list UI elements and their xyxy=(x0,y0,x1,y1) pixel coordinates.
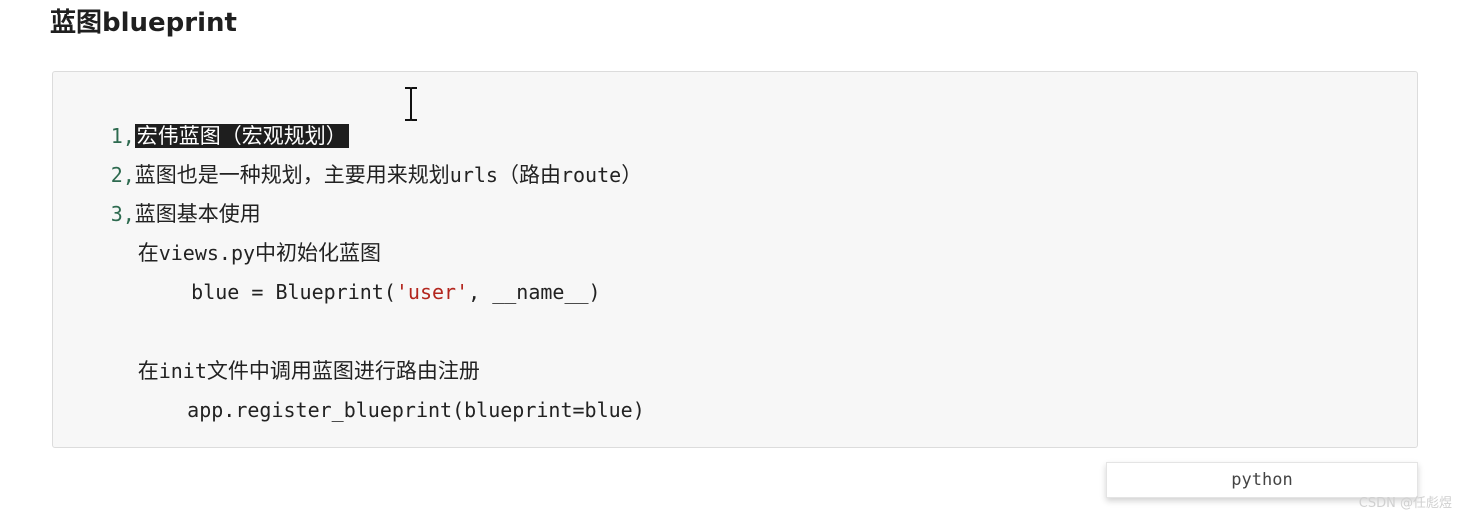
line-number: 1, xyxy=(110,124,135,148)
language-label: python xyxy=(1231,470,1293,490)
code-block[interactable]: 1,宏伟蓝图（宏观规划） 2,蓝图也是一种规划，主要用来规划urls（路由rou… xyxy=(52,71,1418,448)
line-text: （路由 xyxy=(497,163,561,187)
code-line-1: 1,宏伟蓝图（宏观规划） xyxy=(84,91,349,148)
line-code: app.register_blueprint(blueprint=blue) xyxy=(187,398,645,422)
line-text: 在 xyxy=(137,359,159,383)
text-cursor-icon xyxy=(405,87,417,121)
selected-text[interactable]: 宏伟蓝图（宏观规划） xyxy=(134,124,349,148)
page-title: 蓝图blueprint xyxy=(50,8,237,38)
line-code: , __name__) xyxy=(468,280,601,304)
code-line-4: 在views.py中初始化蓝图 xyxy=(111,208,381,265)
line-text: ） xyxy=(621,163,643,187)
line-text: 蓝图也是一种规划，主要用来规划 xyxy=(134,163,450,187)
line-code: blue = Blueprint( xyxy=(191,280,396,304)
line-number: 3, xyxy=(110,202,135,226)
watermark: CSDN @任彪煜 xyxy=(1358,496,1452,511)
line-code: route xyxy=(560,163,622,187)
code-line-2: 2,蓝图也是一种规划，主要用来规划urls（路由route） xyxy=(84,130,642,187)
line-code: views.py xyxy=(158,241,256,265)
line-number: 2, xyxy=(110,163,135,187)
line-text: 蓝图基本使用 xyxy=(134,202,261,226)
language-selector[interactable]: python xyxy=(1106,462,1418,498)
line-code: init xyxy=(158,359,207,383)
line-text: 在 xyxy=(137,241,159,265)
line-code: urls xyxy=(449,163,498,187)
code-line-7: app.register_blueprint(blueprint=blue) xyxy=(139,365,645,422)
line-text: 文件中调用蓝图进行路由注册 xyxy=(206,359,480,383)
code-line-3: 3,蓝图基本使用 xyxy=(84,169,261,226)
string-literal: 'user' xyxy=(395,280,469,304)
code-line-5: blue = Blueprint('user', __name__) xyxy=(143,247,600,304)
code-line-6: 在init文件中调用蓝图进行路由注册 xyxy=(111,326,480,383)
line-text: 中初始化蓝图 xyxy=(255,241,382,265)
